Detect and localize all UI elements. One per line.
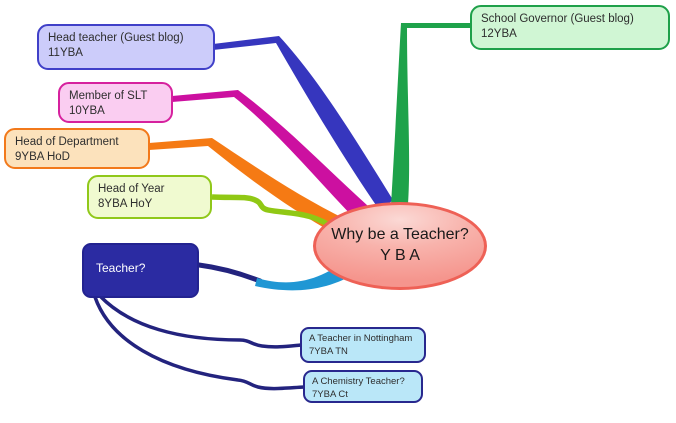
branch-head-of-year <box>211 194 338 233</box>
node-sublabel: 10YBA <box>69 105 105 118</box>
node-chemistry-teacher[interactable]: A Chemistry Teacher? 7YBA Ct <box>303 370 423 403</box>
node-head-of-dept[interactable]: Head of Department 9YBA HoD <box>4 128 150 169</box>
node-label: A Teacher in Nottingham <box>309 333 413 344</box>
node-label: A Chemistry Teacher? <box>312 376 405 387</box>
branch-head-teacher <box>213 36 393 211</box>
central-topic-title: Why be a Teacher? <box>331 226 469 244</box>
branch-member-of-slt <box>172 90 368 220</box>
node-teacher-nottingham[interactable]: A Teacher in Nottingham 7YBA TN <box>300 327 426 363</box>
node-label: Member of SLT <box>69 90 148 102</box>
node-school-governor[interactable]: School Governor (Guest blog) 12YBA <box>470 5 670 50</box>
branch-chemistry-teacher <box>93 295 306 391</box>
node-label: Head teacher (Guest blog) <box>48 32 184 44</box>
node-sublabel: 12YBA <box>481 28 517 41</box>
branch-teacher-nottingham <box>98 294 303 349</box>
node-label: School Governor (Guest blog) <box>481 13 634 25</box>
node-label: Head of Department <box>15 136 119 148</box>
branch-school-governor <box>391 23 470 205</box>
central-topic-subtitle: Y B A <box>380 247 420 264</box>
node-sublabel: 7YBA TN <box>309 345 348 357</box>
node-member-of-slt[interactable]: Member of SLT 10YBA <box>58 82 173 123</box>
node-head-of-year[interactable]: Head of Year 8YBA HoY <box>87 175 212 219</box>
node-label: Head of Year <box>98 183 165 195</box>
branch-teacher-cyan <box>255 257 359 291</box>
node-head-teacher[interactable]: Head teacher (Guest blog) 11YBA <box>37 24 215 70</box>
branch-head-of-dept <box>149 138 347 235</box>
node-sublabel: 11YBA <box>48 47 83 60</box>
node-sublabel: 9YBA HoD <box>15 151 70 164</box>
central-topic[interactable]: Why be a Teacher? Y B A <box>313 202 487 290</box>
node-sublabel: 8YBA HoY <box>98 198 153 211</box>
node-label: Teacher? <box>96 261 146 275</box>
branch-teacher-navy <box>196 262 263 284</box>
node-sublabel: 7YBA Ct <box>312 388 348 400</box>
node-teacher[interactable]: Teacher? <box>82 243 199 298</box>
